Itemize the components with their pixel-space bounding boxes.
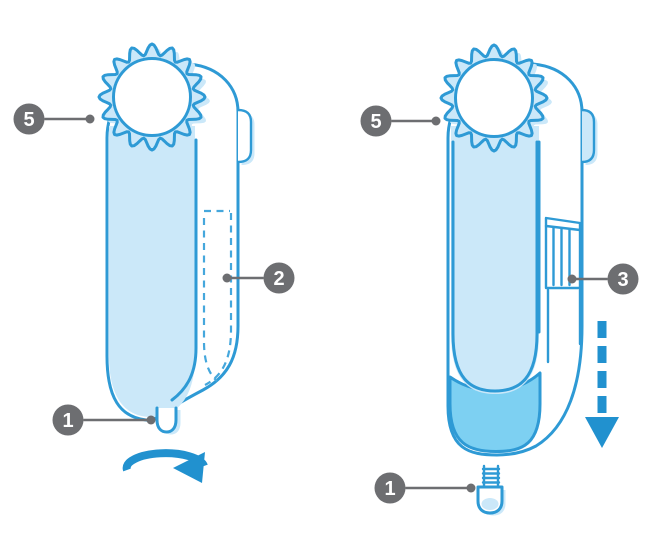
callout-dot [431,116,441,126]
callout-dot [466,483,476,493]
callout-number: 1 [384,478,395,500]
callout-dot [222,273,232,283]
left-device [97,42,255,483]
vent-grille [544,216,582,290]
side-button-right [580,108,596,164]
callout-5-left: 5 [13,103,95,135]
callout-circle [52,404,84,436]
right-device-front-bottom-edge [451,140,539,393]
callout-circle [374,472,406,504]
callout-circle [263,262,295,294]
callout-number: 3 [617,269,628,291]
callout-dot [85,114,95,124]
thumb-screw-threads [481,464,501,489]
callout-number: 5 [23,109,34,131]
lens-cap-left [97,42,210,154]
right-device-front-face [451,126,539,394]
side-button [236,108,253,164]
callout-1-right: 1 [374,472,476,504]
thumb-screw-body-outline [476,485,504,515]
rotate-arrow-icon [122,449,208,483]
callout-number: 5 [370,111,381,133]
right-device [439,43,619,516]
callouts: 5 2 1 5 3 1 [13,103,639,504]
bottom-plug [155,406,178,434]
callout-2-left: 2 [222,262,295,294]
callout-dot [567,274,577,284]
thumb-screw-tip-fill [481,498,499,510]
callout-number: 1 [62,410,73,432]
left-device-front-face [109,126,195,417]
lens-opening [112,57,192,137]
callout-3-right: 3 [567,263,639,295]
lens-cap-right [439,43,552,155]
callout-5-right: 5 [360,105,441,137]
lens-opening-right [454,58,534,138]
left-device-side-edge [170,138,198,402]
callout-circle [607,263,639,295]
slide-down-arrow-icon [585,321,619,448]
callout-circle [360,105,392,137]
callout-circle [13,103,45,135]
callout-number: 2 [273,268,284,290]
callout-dot [146,415,156,425]
thumb-screw [476,464,506,516]
battery-door-dashed-outline [202,209,233,386]
callout-1-left: 1 [52,404,156,436]
